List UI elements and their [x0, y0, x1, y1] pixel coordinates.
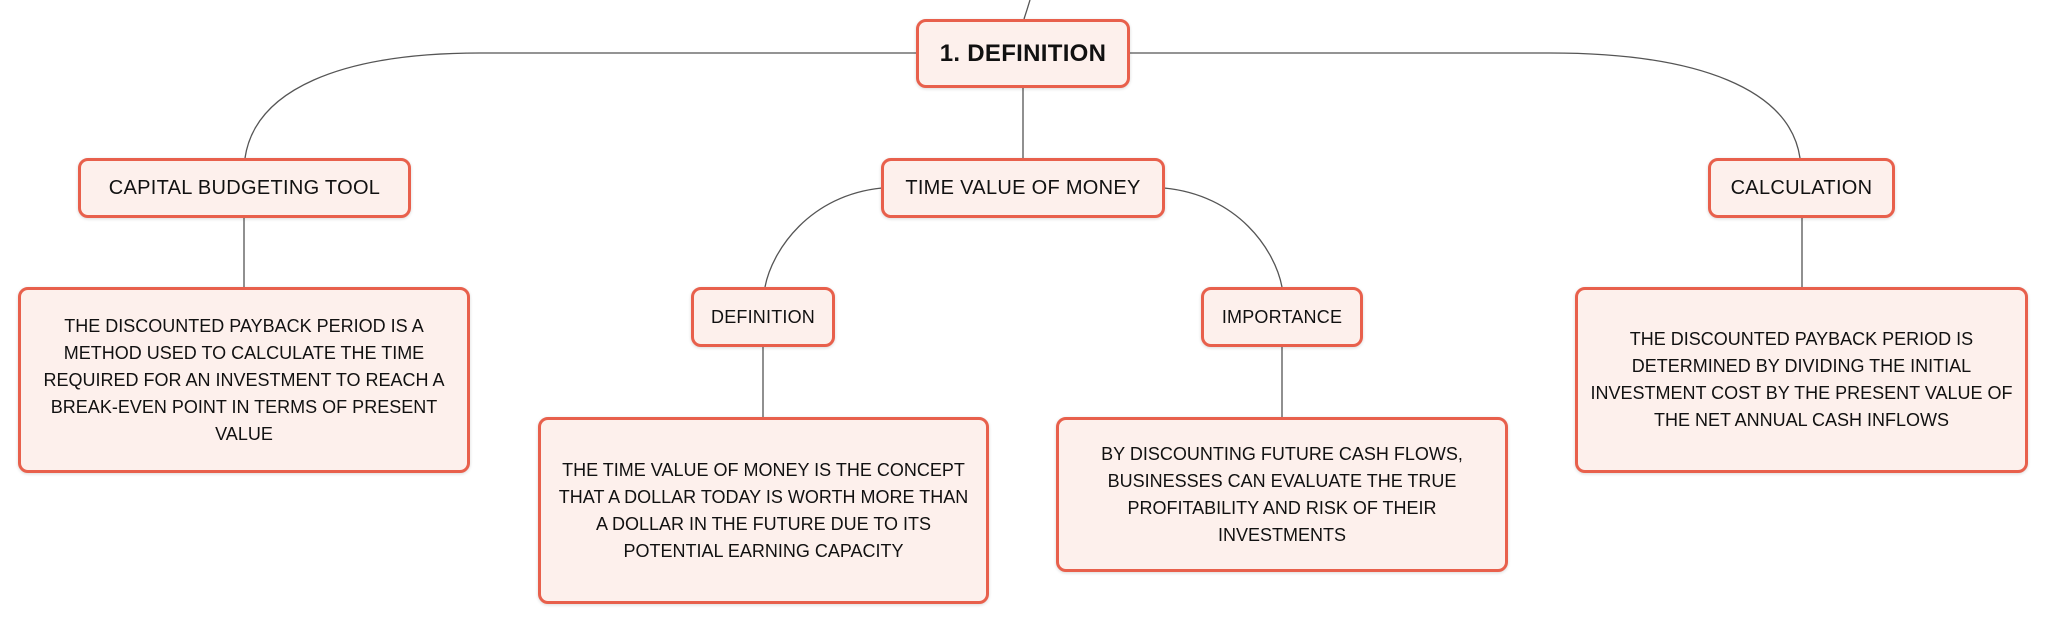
connector-parent-to-root — [1023, 0, 1031, 20]
node-capital-budgeting-tool[interactable]: CAPITAL BUDGETING TOOL — [78, 158, 411, 218]
connector-time-value-to-definition — [764, 187, 883, 288]
root-node[interactable]: 1. DEFINITION — [916, 19, 1130, 88]
connector-root-to-capital-budgeting — [244, 52, 916, 159]
node-definition-detail[interactable]: THE TIME VALUE OF MONEY IS THE CONCEPT T… — [538, 417, 989, 604]
node-calculation[interactable]: CALCULATION — [1708, 158, 1895, 218]
node-importance[interactable]: IMPORTANCE — [1201, 287, 1363, 347]
node-time-value-of-money[interactable]: TIME VALUE OF MONEY — [881, 158, 1165, 218]
connector-root-to-calculation — [1130, 52, 1801, 159]
node-capital-budgeting-detail[interactable]: THE DISCOUNTED PAYBACK PERIOD IS A METHO… — [18, 287, 470, 473]
node-calculation-detail[interactable]: THE DISCOUNTED PAYBACK PERIOD IS DETERMI… — [1575, 287, 2028, 473]
node-definition[interactable]: DEFINITION — [691, 287, 835, 347]
node-importance-detail[interactable]: BY DISCOUNTING FUTURE CASH FLOWS, BUSINE… — [1056, 417, 1508, 572]
connector-time-value-to-importance — [1163, 187, 1283, 288]
